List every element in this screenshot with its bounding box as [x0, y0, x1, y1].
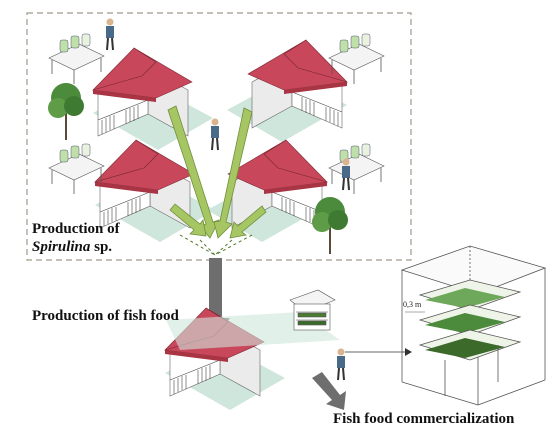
person-3 [341, 157, 351, 191]
label-scale: 0,3 m [403, 300, 422, 309]
label-production-line1: Production of [32, 221, 120, 237]
tree-left [47, 82, 85, 141]
shelf-unit-small [289, 289, 336, 331]
label-fish-food: Production of fish food [32, 308, 179, 324]
tree-right [311, 196, 349, 255]
house-top-left [92, 47, 214, 151]
person-1 [105, 17, 115, 51]
shelf-unit-detail [400, 245, 547, 406]
person-4 [336, 347, 346, 381]
label-species-suffix: sp. [90, 239, 113, 255]
culture-table-1 [48, 33, 105, 85]
culture-table-4 [328, 143, 385, 195]
green-arrows [167, 105, 267, 239]
label-species: Spirulina [32, 239, 91, 255]
commercialization-arrow [312, 372, 346, 410]
label-production-spirulina: Production of Spirulina sp. [32, 220, 120, 256]
culture-table-3 [48, 143, 105, 195]
convergence-lines [179, 234, 253, 256]
person-2 [210, 117, 220, 151]
label-commercialization: Fish food commercialization [333, 411, 515, 427]
